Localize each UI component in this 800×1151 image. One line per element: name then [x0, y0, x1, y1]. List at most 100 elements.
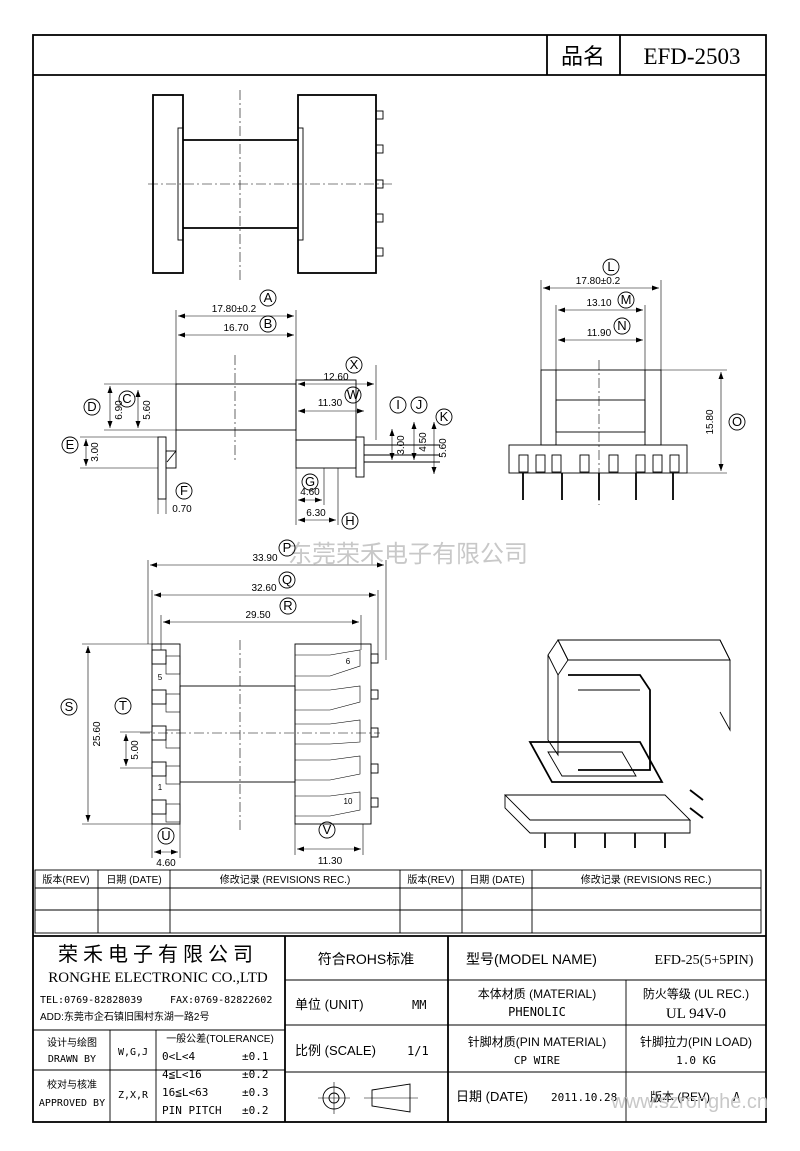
dim-a-value: 17.80±0.2: [212, 304, 257, 315]
svg-text:P: P: [283, 540, 292, 555]
date-value: 2011.10.28: [551, 1091, 617, 1104]
fire-rating-value: UL 94V-0: [666, 1006, 726, 1022]
callout-w: [344, 386, 362, 404]
dim-h-value: 6.30: [306, 508, 326, 519]
approved-by-label-cn: 校对与核准: [47, 1078, 97, 1091]
material-label: 本体材质 (MATERIAL): [478, 987, 596, 1001]
svg-text:L: L: [607, 259, 614, 274]
pin-number-10: 10: [344, 797, 353, 806]
svg-text:W: W: [347, 387, 360, 402]
pin-k: [355, 436, 365, 478]
top-view: [148, 90, 392, 280]
dim-j-value: 4.50: [418, 432, 429, 452]
callout-i: [389, 396, 407, 414]
iso-front-flange: [528, 741, 664, 783]
isometric-view: [503, 639, 731, 848]
svg-text:O: O: [732, 414, 742, 429]
pin-number-1: 1: [158, 783, 163, 792]
bottom-view: 5 1 6 10 33.90 32.60 29.50 25.60 5.00 4.…: [60, 539, 387, 869]
company-address: ADD:东莞市企石镇旧围村东湖一路2号: [40, 1010, 209, 1023]
callout-k: [435, 408, 453, 426]
dim-b-value: 16.70: [223, 323, 248, 334]
callout-c: [118, 390, 136, 408]
svg-text:H: H: [345, 513, 354, 528]
callout-o: [728, 413, 746, 431]
callout-m: [617, 291, 635, 309]
callout-g: [301, 473, 319, 491]
rev-header-date-1: 日期 (DATE): [106, 874, 161, 886]
dim-t-value: 5.00: [130, 740, 141, 760]
callout-a: [259, 289, 277, 307]
rev-header-rev-1: 版本(REV): [42, 873, 89, 886]
svg-text:X: X: [350, 357, 359, 372]
side-view: 17.80±0.2 16.70 12.60 11.30 6.90 5.60 3.…: [61, 289, 453, 530]
pin-load-label: 针脚拉力(PIN LOAD): [640, 1034, 752, 1049]
bottom-tube: [179, 685, 296, 783]
pin-load-value: 1.0 KG: [676, 1054, 716, 1067]
tube-profile: [175, 383, 297, 431]
callout-d: [83, 398, 101, 416]
rev-label: 版本 (REV): [650, 1090, 710, 1104]
svg-text:N: N: [617, 318, 626, 333]
company-name-en: RONGHE ELECTRONIC CO.,LTD: [48, 970, 268, 986]
projection-symbol: [318, 1082, 418, 1114]
iso-base: [504, 795, 691, 834]
rev-header-rec-2: 修改记录 (REVISIONS REC.): [581, 873, 712, 886]
dim-o-value: 15.80: [705, 409, 716, 434]
callout-r: [279, 597, 297, 615]
approved-by-label-en: APPROVED BY: [39, 1098, 105, 1109]
dim-m-value: 13.10: [586, 298, 611, 309]
callout-n: [613, 317, 631, 335]
dim-p-value: 33.90: [252, 553, 277, 564]
iso-base-top: [503, 794, 692, 821]
svg-text:S: S: [65, 699, 74, 714]
tolerance-range-1: 4≦L<16: [162, 1068, 202, 1081]
revisions-table: 版本(REV) 日期 (DATE) 修改记录 (REVISIONS REC.) …: [34, 869, 762, 934]
unit-value: MM: [412, 998, 426, 1012]
callout-f: [175, 482, 193, 500]
tolerance-range-2: 16≦L<63: [162, 1086, 208, 1099]
dim-q-value: 32.60: [251, 583, 276, 594]
side-view-callouts: A B X W D C E F G H I J K: [61, 289, 453, 530]
drawn-by-label-cn: 设计与绘图: [47, 1036, 97, 1049]
tolerance-value-2: ±0.3: [242, 1086, 269, 1099]
rev-header-rec-1: 修改记录 (REVISIONS REC.): [220, 873, 351, 886]
dim-k-value: 5.60: [438, 438, 449, 458]
sheet-border: [32, 34, 767, 1123]
svg-text:A: A: [264, 290, 273, 305]
callout-s: [60, 698, 78, 716]
dim-f-value: 0.70: [172, 504, 192, 515]
pin-material-label: 针脚材质(PIN MATERIAL): [468, 1034, 606, 1049]
svg-text:K: K: [440, 409, 449, 424]
front-view-callouts: L M N O: [602, 258, 746, 431]
title-block: 荣禾电子有限公司 RONGHE ELECTRONIC CO.,LTD TEL:0…: [33, 935, 766, 1122]
model-label: 型号(MODEL NAME): [466, 951, 597, 967]
front-window: [555, 399, 646, 433]
callout-h: [341, 512, 359, 530]
rev-value: A: [733, 1090, 741, 1104]
product-name-value: EFD-2503: [643, 44, 740, 69]
tolerance-value-1: ±0.2: [242, 1068, 269, 1081]
svg-text:G: G: [305, 474, 315, 489]
dim-u-value: 4.60: [156, 858, 176, 869]
svg-text:C: C: [122, 391, 131, 406]
svg-text:B: B: [264, 316, 273, 331]
pin-number-5: 5: [158, 673, 163, 682]
callout-b: [259, 315, 277, 333]
flange-step: [177, 127, 184, 241]
svg-text:F: F: [180, 483, 188, 498]
unit-label: 单位 (UNIT): [295, 997, 364, 1012]
dim-i-value: 3.00: [396, 435, 407, 455]
front-pins: [518, 454, 680, 500]
bottom-left-pins: [151, 649, 181, 823]
top-view-pins: [375, 110, 384, 257]
product-name-label: 品名: [561, 44, 605, 69]
iso-back-flange-top: [557, 639, 731, 661]
svg-text:M: M: [621, 292, 632, 307]
material-value: PHENOLIC: [508, 1005, 566, 1019]
dim-c-value: 5.60: [142, 400, 153, 420]
svg-text:E: E: [66, 437, 75, 452]
approved-by-value: Z,X,R: [118, 1090, 149, 1101]
drawn-by-value: W,G,J: [118, 1047, 148, 1058]
dim-x-value: 12.60: [323, 372, 348, 383]
